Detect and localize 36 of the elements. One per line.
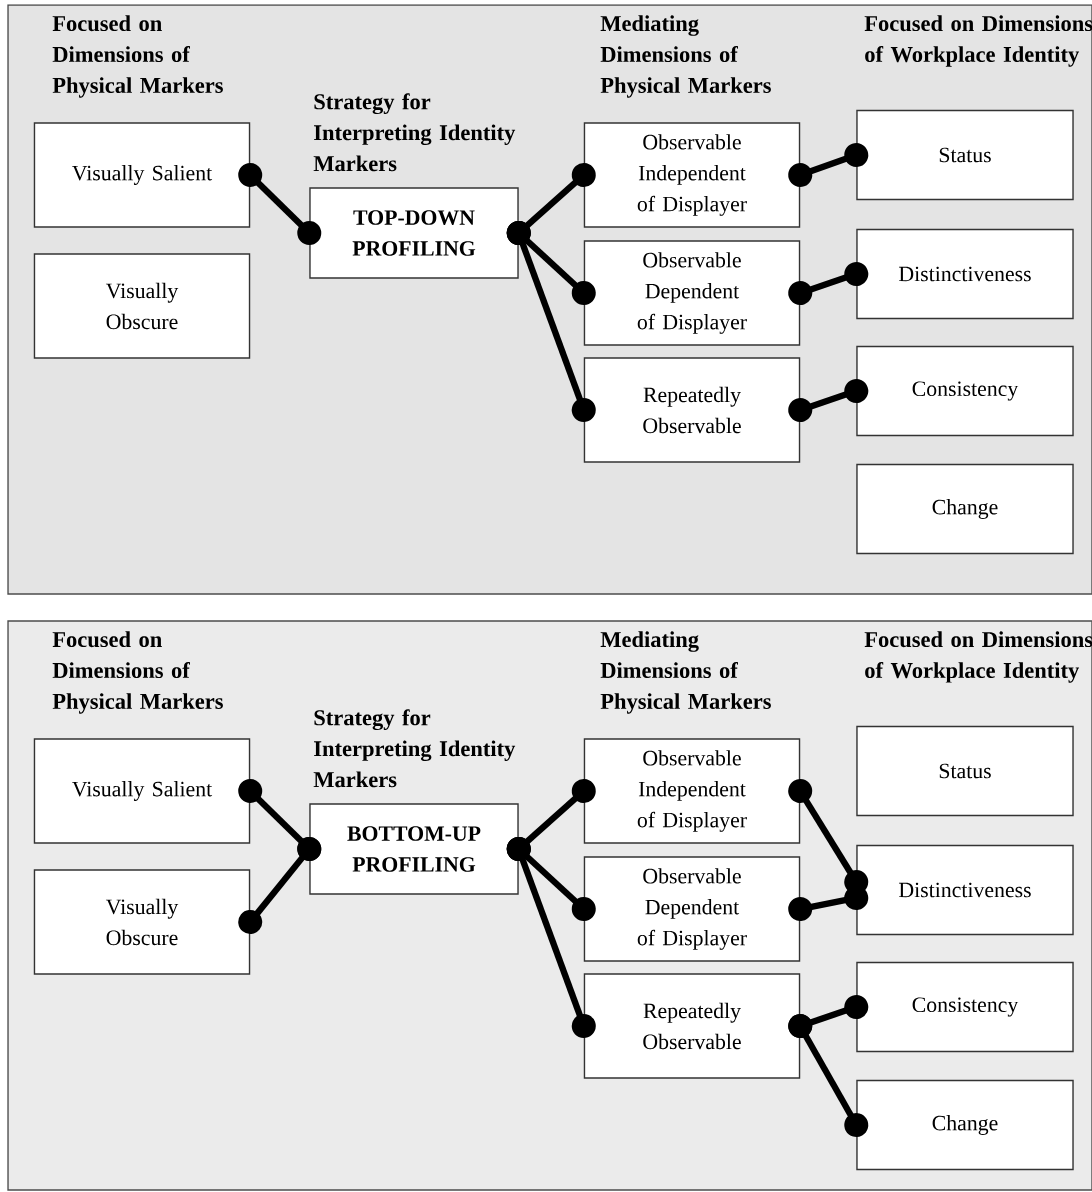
column-heading: Focused on Dimensions of Physical Markers: [52, 15, 223, 98]
text-box: Consistency: [856, 961, 1074, 1053]
text-box: Distinctiveness: [856, 844, 1074, 936]
text-box: Observable Dependent of Displayer: [583, 856, 801, 962]
column-heading: Mediating Dimensions of Physical Markers: [600, 631, 771, 714]
text-box: Visually Salient: [33, 122, 251, 228]
connector: [788, 143, 869, 187]
column-heading: Mediating Dimensions of Physical Markers: [600, 15, 771, 98]
column-heading: Focused on Dimensions of Workplace Identity: [864, 15, 1092, 67]
text-box: Observable Dependent of Displayer: [583, 240, 801, 346]
connector: [506, 221, 596, 422]
column-heading: Focused on Dimensions of Workplace Identity: [864, 631, 1092, 683]
text-box: TOP-DOWN PROFILING: [309, 187, 519, 279]
text-box: BOTTOM-UP PROFILING: [309, 803, 519, 895]
connector: [788, 379, 869, 422]
text-box: Distinctiveness: [856, 228, 1074, 320]
text-box: Change: [856, 1079, 1074, 1171]
text-box: Status: [856, 725, 1074, 817]
column-heading: Focused on Dimensions of Physical Markers: [52, 631, 223, 714]
column-heading: Strategy for Interpreting Identity Markers: [313, 709, 516, 788]
text-box: Observable Independent of Displayer: [583, 738, 801, 844]
text-box: Consistency: [856, 345, 1074, 437]
text-box: Repeatedly Observable: [583, 357, 801, 463]
text-box: Visually Salient: [33, 738, 251, 844]
text-box: Visually Obscure: [33, 869, 251, 975]
text-box: Status: [856, 109, 1074, 201]
connector: [506, 837, 596, 1038]
connector: [788, 262, 869, 305]
connector: [238, 163, 322, 245]
text-box: Observable Independent of Displayer: [583, 122, 801, 228]
column-heading: Strategy for Interpreting Identity Markers: [313, 93, 516, 172]
text-box: Repeatedly Observable: [583, 973, 801, 1079]
text-box: Change: [856, 463, 1074, 555]
connector: [788, 1014, 869, 1137]
connector: [238, 837, 322, 934]
text-box: Visually Obscure: [33, 253, 251, 359]
